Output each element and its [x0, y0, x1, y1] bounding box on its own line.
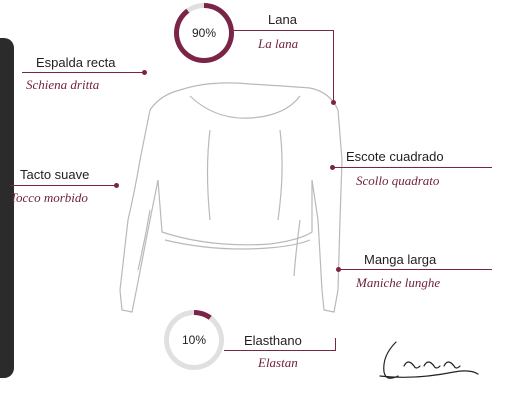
back-pointer-dot	[142, 70, 147, 75]
touch-label: Tacto suave	[20, 167, 90, 182]
brand-signature-logo	[379, 341, 479, 379]
touch-connector	[10, 185, 116, 186]
wool-label-it: La lana	[258, 36, 299, 51]
elastane-label-it: Elastan	[258, 355, 298, 370]
touch-pointer-dot	[114, 183, 119, 188]
elastane-connector-vertical	[335, 338, 336, 351]
neckline-label: Escote cuadrado	[346, 149, 444, 164]
wool-label: Lana	[268, 12, 297, 27]
wool-pointer-dot	[331, 100, 336, 105]
elastane-percent-value: 10%	[169, 315, 219, 365]
elastane-label: Elasthano	[244, 333, 302, 348]
neckline-label-it: Scollo quadrato	[356, 173, 440, 188]
sleeve-connector	[340, 269, 492, 270]
sleeve-pointer-dot	[336, 267, 341, 272]
elastane-percent-badge: 10%	[164, 310, 224, 370]
wool-connector-vertical	[333, 30, 334, 102]
neckline-pointer-dot	[330, 165, 335, 170]
back-label-it: Schiena dritta	[26, 77, 100, 92]
back-connector	[22, 72, 144, 73]
neckline-connector	[334, 167, 492, 168]
left-side-panel	[0, 38, 14, 378]
wool-connector	[234, 30, 334, 31]
wool-percent-value: 90%	[179, 8, 229, 58]
back-label: Espalda recta	[36, 55, 116, 70]
sleeve-label: Manga larga	[364, 252, 437, 267]
sleeve-label-it: Maniche lunghe	[356, 275, 441, 290]
wool-percent-badge: 90%	[174, 3, 234, 63]
touch-label-it: Tocco morbido	[10, 190, 88, 205]
elastane-connector	[224, 350, 336, 351]
